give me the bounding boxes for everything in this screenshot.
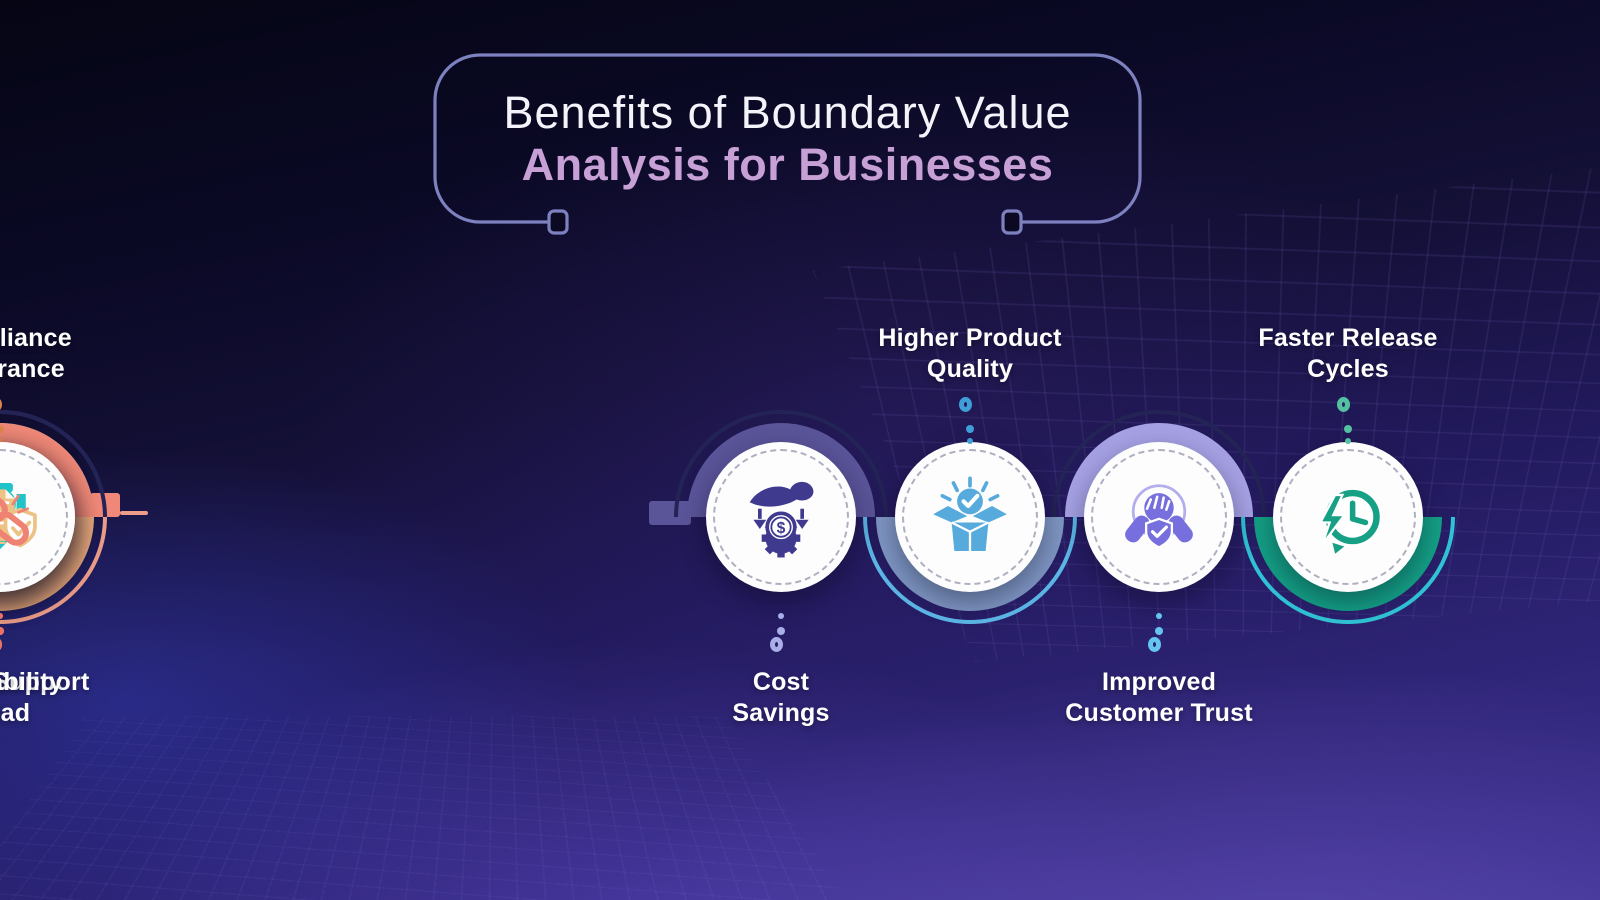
arc-decoration	[1241, 516, 1455, 624]
connector-dot	[777, 627, 785, 635]
benefit-label: Cost Savings	[732, 668, 830, 727]
connector-ring	[0, 637, 2, 652]
connector-dot	[778, 613, 784, 619]
cost-savings-icon: $	[749, 481, 814, 558]
dashed-ring	[1091, 449, 1227, 585]
benefit-label: Faster Release Cycles	[1258, 324, 1438, 383]
connector-ring	[1147, 637, 1161, 652]
connector-dot	[1344, 425, 1352, 433]
title-border-frame	[433, 53, 1142, 235]
chain-end-left	[649, 501, 691, 525]
arc-decoration	[674, 410, 888, 518]
title-line1: Benefits of Boundary Value	[503, 87, 1072, 138]
connector-dot	[0, 627, 4, 635]
arc-decoration	[863, 516, 1077, 624]
connector-dot	[966, 425, 974, 433]
dashed-ring	[713, 449, 849, 585]
connector-dot	[1156, 613, 1162, 619]
border-node-left	[547, 209, 569, 235]
scalability-icon	[0, 488, 30, 546]
background-mesh-left	[0, 715, 880, 900]
benefit-circle	[895, 442, 1045, 592]
connector-ring	[769, 637, 783, 652]
title-box: Benefits of Boundary Value Analysis for …	[425, 45, 1150, 255]
connector-dot	[1155, 627, 1163, 635]
connector-dot	[1345, 438, 1351, 444]
benefit-label: Scalability	[0, 668, 63, 696]
connector-dot	[0, 613, 3, 619]
chain-end-tail	[120, 511, 148, 515]
dashed-ring	[902, 449, 1038, 585]
border-node-right	[1001, 209, 1023, 235]
benefit-label: Higher Product Quality	[878, 324, 1062, 383]
arc-decoration	[1052, 410, 1266, 518]
connector-dot	[0, 425, 4, 433]
connector-ring	[958, 397, 972, 412]
connector-dot	[967, 438, 973, 444]
dashed-ring	[1280, 449, 1416, 585]
title-line2: Analysis for Businesses	[521, 139, 1054, 190]
release-cycles-icon	[1318, 489, 1380, 554]
product-quality-icon	[933, 476, 1007, 552]
benefit-label: Improved Customer Trust	[1065, 668, 1253, 727]
benefit-label: Lower Support Load	[0, 668, 90, 727]
benefit-label: Compliance Assurance	[0, 324, 72, 383]
connector-dot	[0, 438, 3, 444]
connector-ring	[1336, 397, 1350, 412]
svg-text:$: $	[777, 520, 786, 537]
customer-trust-icon	[1125, 484, 1193, 549]
